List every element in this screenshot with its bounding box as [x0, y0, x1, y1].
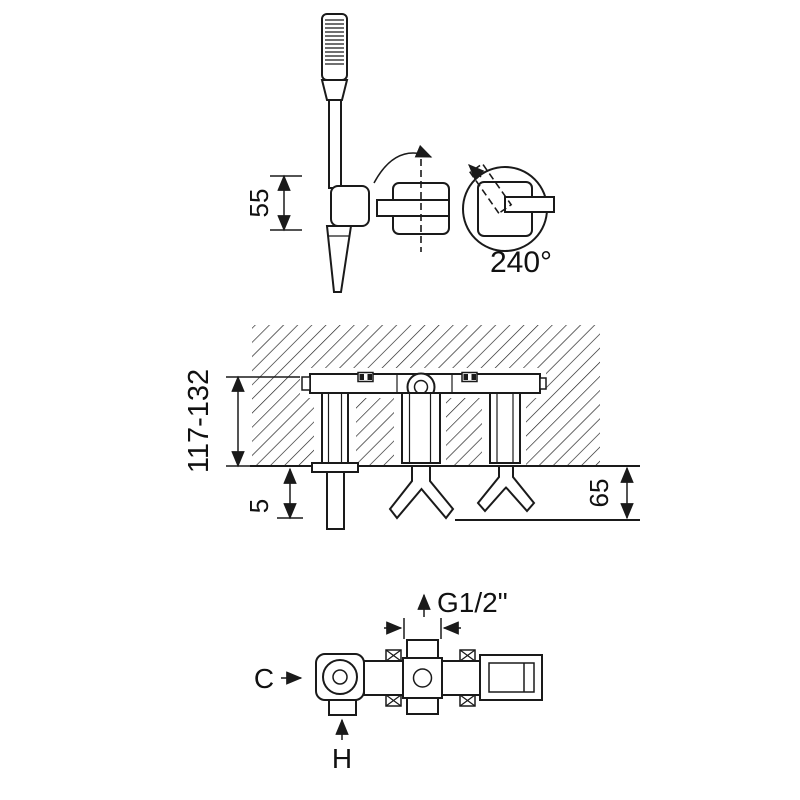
center-connection	[402, 639, 443, 715]
handshower-outlet-tab	[328, 699, 357, 716]
cold-port-label: C	[254, 663, 274, 694]
handshower-outlet-section	[311, 392, 359, 530]
cold-port-callout: C	[254, 663, 303, 694]
plan-view: C H G1/2"	[254, 587, 543, 774]
spout-section	[388, 392, 455, 520]
hand-shower	[320, 13, 370, 293]
holder-height-dimension: 55	[244, 174, 302, 232]
cold-inlet-end	[315, 653, 365, 716]
wall-section	[250, 325, 640, 530]
dim-65-label: 65	[584, 479, 614, 508]
thread-callout: G1/2"	[384, 587, 508, 639]
shower-holder-bracket	[330, 185, 370, 227]
gap-dimension: 5	[244, 467, 303, 520]
handshower-port-callout: H	[332, 718, 352, 774]
handle-rotation-view: 240°	[462, 162, 555, 279]
handshower-port-label: H	[332, 743, 352, 774]
dim-5-label: 5	[244, 499, 274, 513]
clearance-dimension: 65	[584, 466, 634, 520]
dim-117-132-label: 117-132	[183, 369, 215, 473]
rotation-angle-label: 240°	[490, 246, 552, 279]
thread-size-label: G1/2"	[437, 587, 508, 618]
valve-section	[476, 392, 536, 513]
handle-end	[479, 654, 543, 701]
rotation-arrow	[468, 164, 485, 181]
swing-arrow	[373, 144, 433, 184]
dim-55-label: 55	[244, 189, 274, 218]
depth-dimension: 117-132	[183, 369, 300, 473]
handle-front-view	[373, 144, 450, 252]
